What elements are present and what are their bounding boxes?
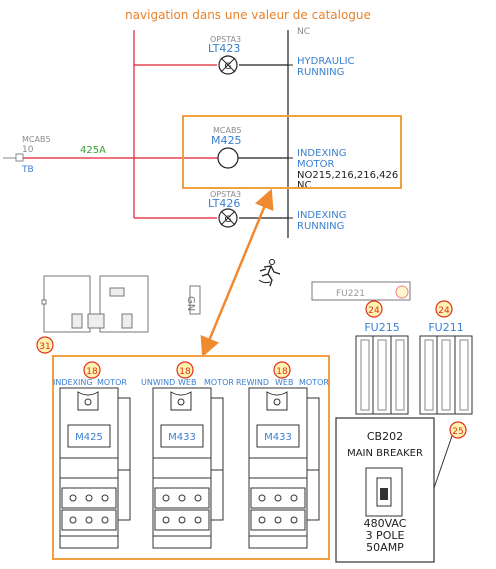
balloon-24-b-label: 24 [438,306,450,316]
contactor-3-title-3: MOTOR [299,378,329,387]
contactor-3-tag: M433 [264,432,292,443]
breaker-handle-icon[interactable] [380,488,388,500]
contactor-1-tag: M425 [75,432,103,443]
top-nc-label: NC [297,27,310,37]
balloon-24-a[interactable] [365,300,383,318]
balloon-18-a-label: 18 [86,367,98,377]
balloon-18-b[interactable] [176,361,194,379]
contactor-3-title-1: REWIND [236,378,269,387]
contactor-2-title-1: UNWIND [141,378,175,387]
top-coil-symbol: G [225,62,232,72]
balloon-18-a[interactable] [83,361,101,379]
contactor-m433-rewind[interactable]: 18 REWIND WEB MOTOR M433 [236,361,329,549]
contactor-1-title-1: INDEXING [53,378,93,387]
contactor-2-title-3: MOTOR [204,378,234,387]
breaker-tag: CB202 [367,430,403,443]
navigation-arrow [200,188,274,358]
indexing-motor-label-1: INDEXING [297,148,346,159]
contactor-2-tag: M433 [168,432,196,443]
mid-coil-tag[interactable]: M425 [211,134,242,147]
balloon-31[interactable] [36,336,54,354]
top-coil-tag-small: OPSTA3 [210,35,241,44]
highlight-box-contactors [52,355,330,560]
fuse-fu215[interactable]: 24 FU215 [355,300,409,415]
left-ref-num: 10 [22,145,34,155]
contactor-m425[interactable]: 18 INDEXING MOTOR M425 [53,361,131,549]
breaker-rating-1: 480VAC [364,517,407,530]
balloon-25-label: 25 [452,427,463,437]
balloon-18-c[interactable] [273,361,291,379]
hydraulic-label-2: RUNNING [297,67,344,78]
fu221-label: FU221 [336,289,365,299]
indexing-running-label-2: RUNNING [297,221,344,232]
bottom-coil-symbol: G [225,215,232,225]
contactor-2-title-2: WEB [178,378,196,387]
terminal-box-icon[interactable] [15,153,24,162]
no-refs-label[interactable]: NO215,216,216,426 [297,170,398,181]
hydraulic-label-1: HYDRAULIC [297,56,355,67]
balloon-24-b[interactable] [435,300,453,318]
contactor-m433-unwind[interactable]: 18 UNWIND WEB MOTOR M433 [141,361,234,549]
left-ref-tb: TB [21,165,34,175]
left-ref-small: MCAB5 [22,135,51,144]
coil-m425-icon[interactable] [217,147,239,169]
gnd-label: GN [185,296,196,311]
balloon-31-label: 31 [39,342,50,352]
fuse-fu211[interactable]: 24 FU211 [419,300,473,415]
mid-coil-tag-small: MCAB5 [213,126,242,135]
balloon-25[interactable] [449,421,467,439]
fuse-2-label: FU211 [428,321,463,334]
balloon-24-a-label: 24 [368,306,380,316]
nc-refs-label: NC [297,180,311,191]
balloon-18-b-label: 18 [179,367,191,377]
breaker-rating-3: 50AMP [366,541,404,554]
indexing-running-label-1: INDEXING [297,210,346,221]
balloon-18-c-label: 18 [276,367,288,377]
bottom-coil-tag[interactable]: LT426 [208,197,240,210]
contactor-1-title-2: MOTOR [97,378,127,387]
upper-panel-fragments [41,275,411,333]
main-breaker-cb202[interactable]: 25 CB202 MAIN BREAKER 480VAC 3 POLE 50AM… [335,417,467,563]
breaker-title: MAIN BREAKER [347,448,423,459]
link-cursor-icon [258,259,281,287]
wire-label: 425A [80,145,106,156]
fuse-1-label: FU215 [364,321,399,334]
caption-title: navigation dans une valeur de catalogue [125,8,371,22]
highlight-box-coil [182,115,402,189]
breaker-rating-2: 3 POLE [366,529,405,542]
top-coil-tag[interactable]: LT423 [208,42,240,55]
contactor-3-title-2: WEB [275,378,293,387]
indexing-motor-label-2: MOTOR [297,159,334,170]
